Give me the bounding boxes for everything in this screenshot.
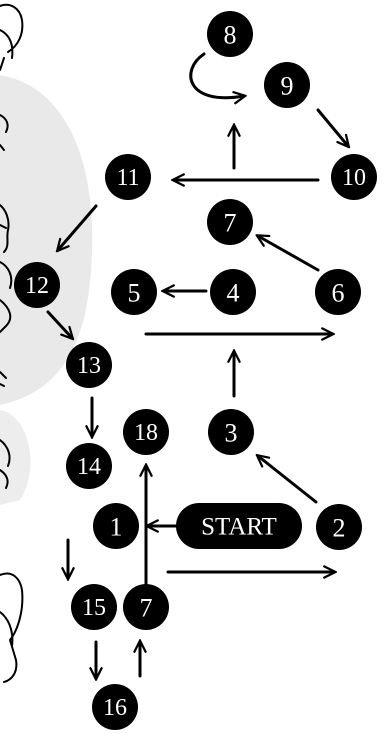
step-4-node: 4	[210, 269, 256, 315]
figure-sketch-4	[0, 261, 13, 333]
step-7-lower-label: 7	[140, 594, 153, 623]
arrow-12-to-13	[46, 310, 72, 338]
figure-sketch-2	[0, 114, 9, 151]
arrow-8-to-9	[189, 52, 244, 98]
figure-sketch-7	[0, 572, 24, 683]
step-2-label: 2	[333, 514, 346, 543]
background-figures	[0, 75, 93, 505]
step-15-node: 15	[71, 584, 117, 630]
step-3-label: 3	[225, 419, 238, 448]
figure-shading-lower	[0, 410, 31, 505]
step-2-node: 2	[316, 504, 362, 550]
step-6-node: 6	[315, 269, 361, 315]
step-5-label: 5	[128, 279, 141, 308]
figure-sketch-5	[0, 371, 7, 387]
step-18-node: 18	[123, 409, 169, 455]
arrow-6-to-7	[258, 236, 320, 272]
step-1-label: 1	[110, 513, 123, 542]
start-label: START	[201, 514, 277, 541]
step-10-node: 10	[331, 154, 377, 200]
step-8-node: 8	[207, 11, 253, 57]
step-5-node: 5	[111, 269, 157, 315]
step-16-node: 16	[92, 684, 138, 730]
step-10-label: 10	[342, 165, 366, 191]
step-18-label: 18	[134, 420, 158, 446]
figure-sketches	[0, 3, 24, 683]
step-6-label: 6	[332, 279, 345, 308]
arrow-11-to-12	[58, 204, 98, 250]
figure-sketch-6	[0, 439, 11, 489]
step-7-upper-label: 7	[224, 209, 237, 238]
figure-shading	[0, 75, 93, 405]
nodes: 8 9 10 11 7 5	[14, 11, 377, 730]
figure-sketch-1	[0, 3, 24, 71]
step-12-node: 12	[14, 262, 60, 308]
step-4-label: 4	[227, 279, 240, 308]
step-9-node: 9	[264, 62, 310, 108]
step-1-node: 1	[93, 503, 139, 549]
step-13-label: 13	[77, 353, 101, 379]
start-node: START	[176, 503, 302, 549]
step-11-node: 11	[105, 154, 151, 200]
step-15-label: 15	[82, 595, 106, 621]
arrow-2-to-3	[258, 456, 318, 504]
arrow-9-to-10	[316, 108, 348, 146]
step-11-label: 11	[116, 165, 139, 191]
step-8-label: 8	[224, 21, 237, 50]
step-14-node: 14	[66, 443, 112, 489]
figure-sketch-3	[0, 204, 10, 253]
step-14-label: 14	[77, 454, 101, 480]
step-9-label: 9	[281, 72, 294, 101]
step-13-node: 13	[66, 342, 112, 388]
arrows	[46, 52, 348, 678]
step-3-node: 3	[208, 409, 254, 455]
step-12-label: 12	[25, 273, 49, 299]
step-7-upper-node: 7	[207, 199, 253, 245]
step-16-label: 16	[103, 695, 127, 721]
step-7-lower-node: 7	[123, 584, 169, 630]
